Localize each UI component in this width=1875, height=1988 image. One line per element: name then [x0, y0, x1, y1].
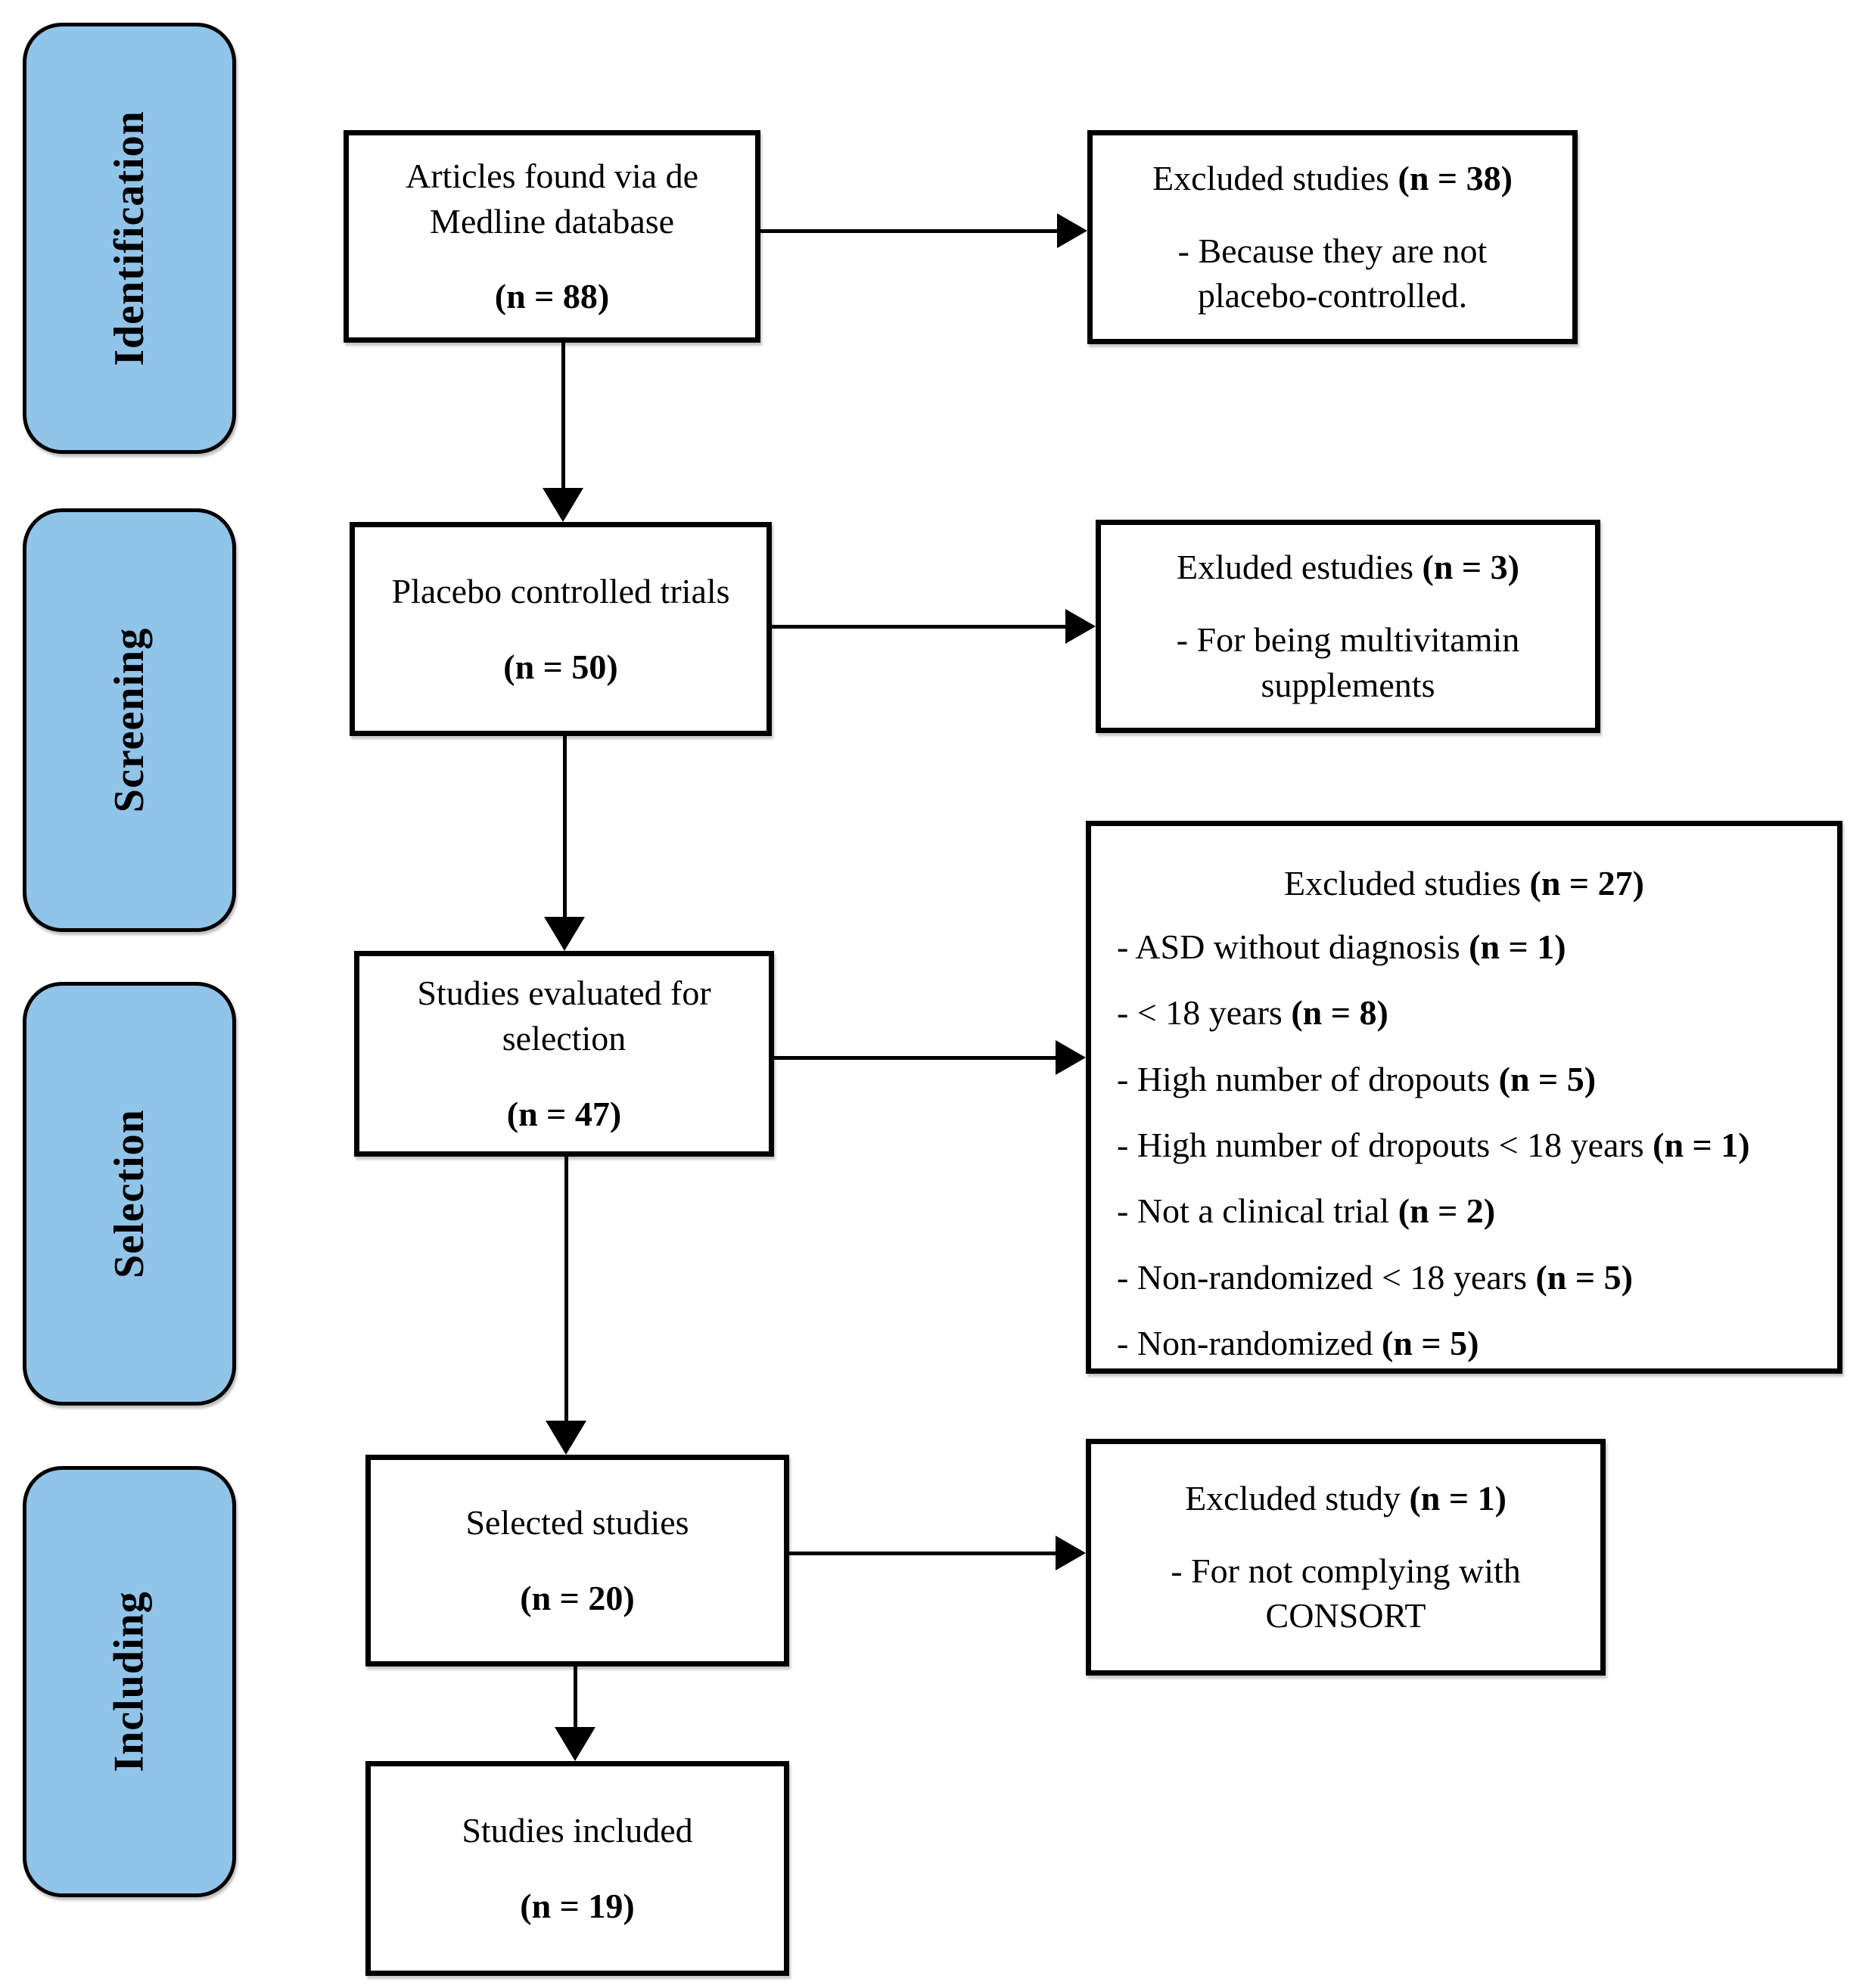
flow-box-count: (n = 50): [503, 647, 618, 686]
arrow-articles-to-excluded38: [760, 229, 1059, 233]
exclusion-reason: - Because they are not placebo-controlle…: [1114, 228, 1551, 319]
stage-label-selection: Selection: [106, 1109, 153, 1278]
stage-label-screening: Screening: [106, 627, 153, 813]
arrow-selected-to-included: [574, 1667, 577, 1729]
exclusion-reason: - For not complying with CONSORT: [1112, 1548, 1579, 1639]
exclusion-reason-count: (n = 2): [1398, 1191, 1496, 1231]
arrowhead-down-icon: [555, 1727, 595, 1761]
arrowhead-down-icon: [543, 488, 583, 522]
exclusion-count: (n = 3): [1422, 548, 1519, 587]
stage-box-selection: Selection: [23, 982, 236, 1406]
arrow-placebo-to-evaluated: [563, 736, 567, 919]
flow-box-placebo-controlled-trials: Placebo controlled trials (n = 50): [350, 522, 772, 736]
exclusion-reason-count: (n = 5): [1535, 1257, 1633, 1297]
exclusion-reason: - Non-randomized (n = 5): [1117, 1310, 1811, 1376]
arrowhead-down-icon: [546, 1421, 586, 1455]
exclusion-reason: - Non-randomized < 18 years (n = 5): [1117, 1244, 1811, 1310]
flow-box-label: Placebo controlled trials: [391, 571, 730, 610]
arrow-placebo-to-excluded3: [772, 625, 1067, 629]
exclusion-reason-count: (n = 5): [1498, 1059, 1597, 1098]
flow-box-label: Studies included: [462, 1811, 693, 1850]
exclusion-title-text: Exluded estudies: [1177, 548, 1423, 587]
exclusion-box-excluded-27: Excluded studies (n = 27) - ASD without …: [1086, 821, 1842, 1374]
exclusion-count: (n = 38): [1398, 158, 1513, 197]
exclusion-reason-text: - Not a clinical trial: [1117, 1191, 1398, 1231]
arrowhead-right-icon: [1056, 1536, 1086, 1570]
exclusion-count: (n = 1): [1409, 1478, 1507, 1517]
exclusion-reason-text: - For not complying with CONSORT: [1171, 1551, 1521, 1635]
exclusion-reason-text: - For being multivitamin supplements: [1176, 620, 1520, 704]
arrow-selected-to-excluded1: [789, 1552, 1058, 1555]
exclusion-reason-count: (n = 1): [1469, 927, 1566, 966]
exclusion-title-text: Excluded studies: [1284, 864, 1530, 902]
arrowhead-right-icon: [1065, 609, 1096, 644]
flow-box-count: (n = 20): [520, 1579, 635, 1617]
exclusion-title: Excluded studies (n = 27): [1117, 861, 1811, 906]
flow-box-count: (n = 19): [520, 1887, 635, 1925]
exclusion-box-excluded-3: Exluded estudies (n = 3) - For being mul…: [1096, 520, 1600, 733]
exclusion-reason-text: - High number of dropouts < 18 years: [1117, 1125, 1653, 1164]
exclusion-title-text: Excluded studies: [1152, 158, 1398, 197]
exclusion-title: Exluded estudies (n = 3): [1122, 545, 1574, 590]
flow-box-count: (n = 88): [494, 277, 610, 316]
stage-box-including: Including: [23, 1466, 236, 1897]
flow-box-studies-included: Studies included (n = 19): [365, 1761, 789, 1976]
arrowhead-right-icon: [1057, 213, 1087, 248]
exclusion-reason-text: - < 18 years: [1117, 993, 1292, 1033]
arrow-evaluated-to-excluded27: [774, 1056, 1058, 1060]
exclusion-reason-text: - Because they are not placebo-controlle…: [1177, 231, 1488, 315]
exclusion-reason: - For being multivitamin supplements: [1122, 617, 1574, 708]
exclusion-reason: - Not a clinical trial (n = 2): [1117, 1178, 1811, 1244]
exclusion-reason-count: (n = 5): [1382, 1324, 1479, 1363]
flow-box-articles-found: Articles found via de Medline database (…: [344, 130, 760, 343]
exclusion-box-excluded-1: Excluded study (n = 1) - For not complyi…: [1086, 1439, 1606, 1676]
exclusion-reason-count: (n = 8): [1291, 993, 1388, 1033]
flow-box-label: Selected studies: [465, 1503, 689, 1542]
flow-box-studies-evaluated: Studies evaluated for selection (n = 47): [354, 951, 774, 1157]
stage-box-identification: Identification: [23, 23, 236, 454]
exclusion-title: Excluded studies (n = 38): [1114, 156, 1551, 201]
exclusion-count: (n = 27): [1529, 864, 1644, 902]
arrowhead-right-icon: [1056, 1040, 1086, 1075]
exclusion-title: Excluded study (n = 1): [1112, 1476, 1579, 1521]
exclusion-box-excluded-38: Excluded studies (n = 38) - Because they…: [1087, 130, 1578, 344]
exclusion-reason: - < 18 years (n = 8): [1117, 980, 1811, 1045]
stage-box-screening: Screening: [23, 508, 236, 932]
exclusion-reason-text: - Non-randomized: [1117, 1324, 1382, 1363]
stage-label-including: Including: [106, 1591, 153, 1772]
exclusion-reason: - High number of dropouts (n = 5): [1117, 1046, 1811, 1112]
flow-box-label: Articles found via de Medline database: [405, 156, 699, 241]
arrow-evaluated-to-selected: [564, 1157, 568, 1423]
exclusion-reason-text: - High number of dropouts: [1117, 1059, 1499, 1098]
exclusion-reason-text: - ASD without diagnosis: [1117, 927, 1469, 966]
flow-box-label: Studies evaluated for selection: [417, 974, 711, 1058]
exclusion-reason: - High number of dropouts < 18 years (n …: [1117, 1112, 1811, 1178]
flow-box-selected-studies: Selected studies (n = 20): [365, 1455, 789, 1667]
exclusion-reason-count: (n = 1): [1653, 1125, 1750, 1164]
flow-box-count: (n = 47): [506, 1094, 622, 1133]
exclusion-reason-text: - Non-randomized < 18 years: [1117, 1257, 1536, 1297]
exclusion-reason: - ASD without diagnosis (n = 1): [1117, 914, 1811, 980]
stage-label-identification: Identification: [106, 110, 153, 366]
arrowhead-down-icon: [544, 917, 585, 951]
exclusion-title-text: Excluded study: [1185, 1478, 1410, 1517]
arrow-articles-to-placebo: [561, 343, 565, 490]
